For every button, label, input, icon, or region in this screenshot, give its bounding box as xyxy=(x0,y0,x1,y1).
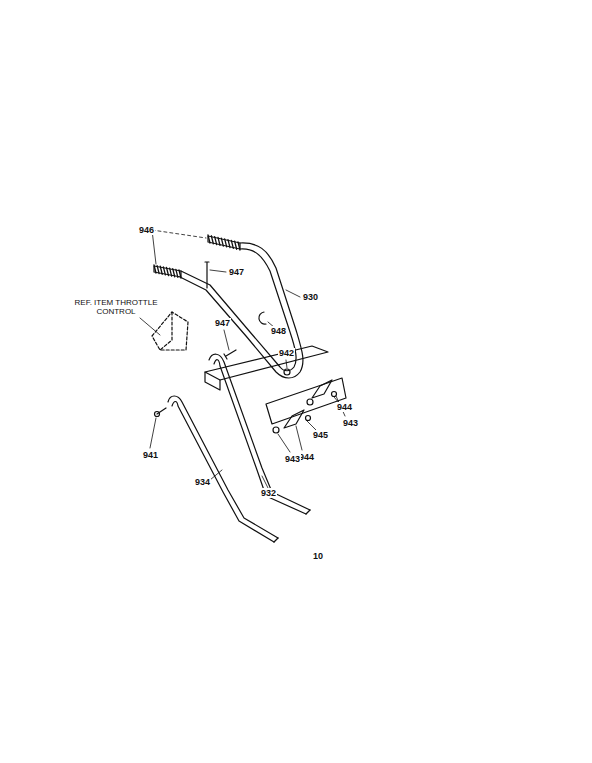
leader-line xyxy=(296,426,302,450)
leader-line xyxy=(286,290,300,297)
spring-coil xyxy=(238,242,240,250)
handle-knob xyxy=(312,380,332,398)
callout-number: 944 xyxy=(336,402,353,412)
spring-coil xyxy=(163,267,165,275)
spring-coil xyxy=(215,237,217,245)
spring-coil xyxy=(160,266,162,274)
leader-line xyxy=(306,420,316,430)
spring xyxy=(208,236,240,249)
leader-line xyxy=(152,230,156,264)
leader-line xyxy=(210,470,222,480)
throttle-control xyxy=(152,312,188,350)
pin xyxy=(157,408,166,414)
leader-line xyxy=(152,230,206,238)
spring-coil xyxy=(228,240,230,248)
spring-coil xyxy=(167,268,169,276)
callout-number: 943 xyxy=(284,454,301,464)
upper-handle-inner xyxy=(181,249,296,371)
spring-coil xyxy=(235,241,237,249)
rod-end xyxy=(306,510,310,514)
handle-knob xyxy=(284,410,304,428)
spring-coil xyxy=(218,237,220,245)
bolt xyxy=(205,262,209,288)
side-rod-inner xyxy=(172,402,274,543)
callout-number: 942 xyxy=(278,348,295,358)
leader-line xyxy=(140,318,160,335)
spring-coil xyxy=(211,236,213,244)
callout-number: 932 xyxy=(260,488,277,498)
retaining-ring xyxy=(259,312,266,324)
bolt xyxy=(224,350,236,359)
leader-line xyxy=(278,434,290,452)
spring-coil xyxy=(173,269,175,277)
callout-number: 945 xyxy=(312,430,329,440)
leader-line xyxy=(150,418,156,448)
leader-line xyxy=(286,360,287,368)
mounting-bracket xyxy=(266,378,346,424)
pin xyxy=(284,369,290,375)
spring-coil xyxy=(170,268,172,276)
spring-coil xyxy=(225,239,227,247)
reference-note: REF. ITEM THROTTLE CONTROL xyxy=(70,298,162,316)
washer xyxy=(307,399,313,405)
leader-line xyxy=(210,270,226,272)
spring-coil xyxy=(208,235,210,243)
rod-end xyxy=(274,538,278,542)
callout-number: 947 xyxy=(214,318,231,328)
throttle-control-edge xyxy=(160,312,172,350)
spring-coil xyxy=(176,269,178,277)
leader-line xyxy=(262,476,268,488)
spring-coil xyxy=(231,240,233,248)
upper-handle xyxy=(180,243,303,378)
spring-coil xyxy=(157,266,159,274)
callout-number: 941 xyxy=(142,450,159,460)
panel-plate-edge xyxy=(205,372,220,390)
spring-coil xyxy=(179,270,181,278)
callout-number: 946 xyxy=(138,225,155,235)
leader-line xyxy=(224,330,229,350)
callout-number: 943 xyxy=(342,418,359,428)
callout-number: 948 xyxy=(270,326,287,336)
spring-coil xyxy=(221,238,223,246)
callout-number: 947 xyxy=(228,267,245,277)
callout-number: 930 xyxy=(302,292,319,302)
spring xyxy=(154,266,181,277)
callout-number: 934 xyxy=(194,477,211,487)
washer xyxy=(273,427,279,433)
callout-number: 10 xyxy=(312,551,324,561)
pin-head xyxy=(155,412,160,417)
spring-coil xyxy=(154,265,156,273)
